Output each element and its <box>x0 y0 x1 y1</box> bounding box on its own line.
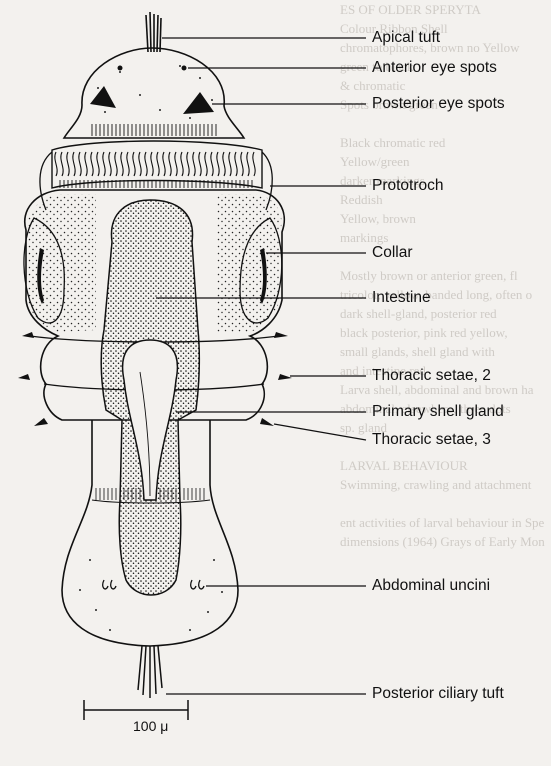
leader-thoracic-setae-3 <box>274 424 366 440</box>
label-prototroch: Prototroch <box>372 177 444 195</box>
scale-bar <box>84 700 188 720</box>
label-abdominal-uncini: Abdominal uncini <box>372 577 490 595</box>
label-thoracic-setae-2: Thoracic setae, 2 <box>372 367 491 385</box>
anterior-eye-spot-right <box>182 66 187 71</box>
label-apical-tuft: Apical tuft <box>372 29 440 47</box>
prototroch-lower-cilia <box>60 180 252 188</box>
head-outline <box>64 48 244 138</box>
posterior-eye-spot-right <box>183 92 214 114</box>
label-primary-shell-gland: Primary shell gland <box>372 403 504 421</box>
label-posterior-ciliary-tuft: Posterior ciliary tuft <box>372 685 504 703</box>
label-collar: Collar <box>372 244 412 262</box>
label-thoracic-setae-3: Thoracic setae, 3 <box>372 431 491 449</box>
posterior-ciliary-tuft <box>138 646 162 698</box>
label-anterior-eye-spots: Anterior eye spots <box>372 59 497 77</box>
label-posterior-eye-spots: Posterior eye spots <box>372 95 505 113</box>
anterior-eye-spot-left <box>118 66 123 71</box>
scale-bar-label: 100 μ <box>133 718 168 734</box>
head-cilia-row <box>92 124 216 136</box>
label-intestine: Intestine <box>372 289 431 307</box>
prototroch-cilia <box>55 152 255 176</box>
apical-tuft <box>146 12 161 52</box>
posterior-eye-spot-left <box>90 86 116 108</box>
